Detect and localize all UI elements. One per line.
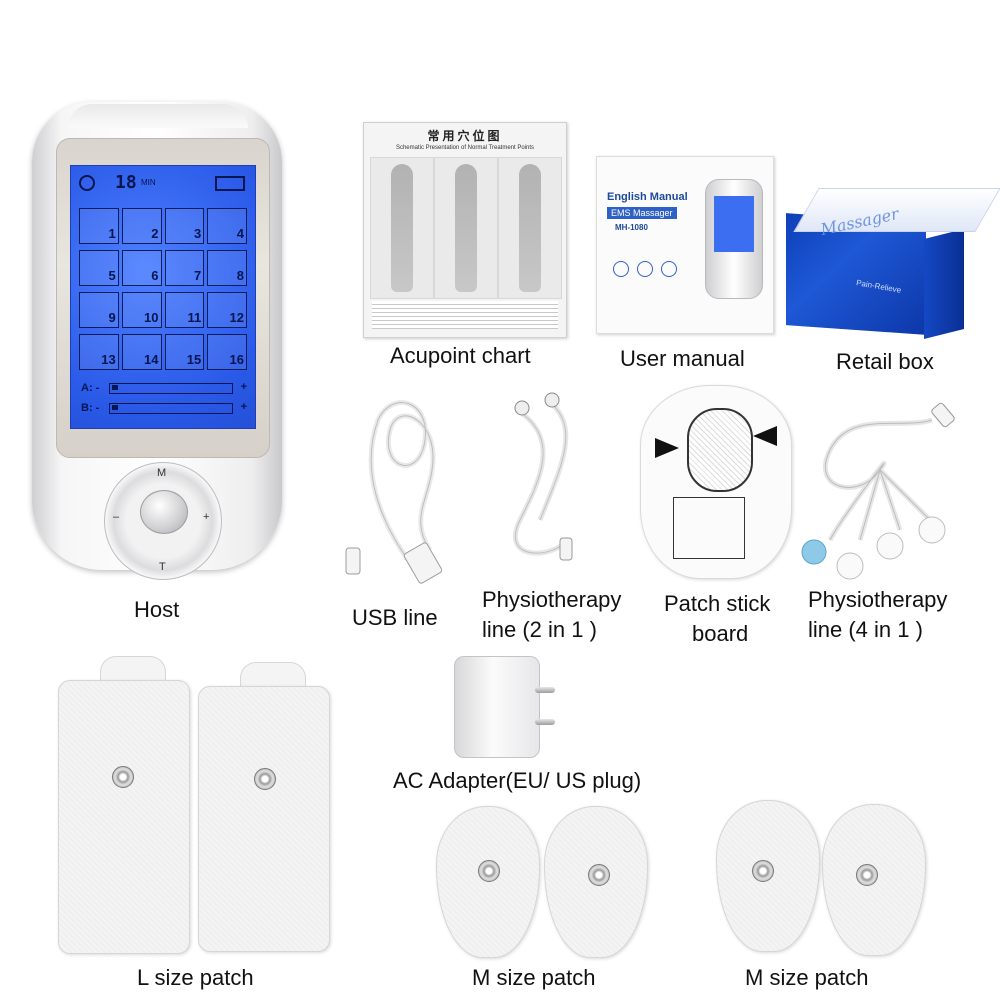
physio-cable-2in1 xyxy=(512,402,570,556)
channel-a-bar: A: - + xyxy=(81,381,247,394)
manual-model: MH-1080 xyxy=(615,223,648,232)
body-figure-side xyxy=(498,157,562,299)
program-row: 1 2 3 4 xyxy=(79,208,247,244)
arrow-icon xyxy=(753,426,777,446)
manual-title: English Manual xyxy=(607,191,688,203)
chart-title: 常用穴位图 xyxy=(427,129,503,143)
body-figure-front xyxy=(370,157,434,299)
program-cell: 16 xyxy=(207,334,247,370)
host-top-edge xyxy=(68,104,248,128)
l-size-patch xyxy=(58,680,190,954)
time-mark: T xyxy=(159,561,166,573)
label-usb-line: USB line xyxy=(352,605,438,630)
patch-snap xyxy=(478,860,500,882)
patch-snap xyxy=(254,768,276,790)
battery-icon xyxy=(215,176,245,191)
program-row: 5 6 7 8 xyxy=(79,250,247,286)
label-retail-box: Retail box xyxy=(836,349,934,374)
m-size-patch xyxy=(436,806,540,958)
patch-snap xyxy=(752,860,774,882)
ac-adapter xyxy=(454,656,555,758)
program-cell: 14 xyxy=(121,334,162,370)
program-cell: 13 xyxy=(79,334,119,370)
patch-snap xyxy=(588,864,610,886)
micro-usb-plug xyxy=(345,547,361,575)
label-acupoint-chart: Acupoint chart xyxy=(390,343,531,368)
patch-snap xyxy=(112,766,134,788)
electrode-plug-white xyxy=(876,532,904,560)
program-cell: 10 xyxy=(121,292,162,328)
program-cell: 7 xyxy=(164,250,205,286)
label-physio-2in1-line2: line (2 in 1 ) xyxy=(482,617,597,642)
board-instruction-box xyxy=(673,497,745,559)
label-m-patch-1: M size patch xyxy=(472,965,596,990)
program-cell: 2 xyxy=(121,208,162,244)
program-cell: 4 xyxy=(207,208,247,244)
m-size-patch xyxy=(822,804,926,956)
adapter-pin xyxy=(535,687,555,693)
board-illustration xyxy=(687,408,753,492)
jack-plug xyxy=(559,537,573,561)
manual-icons xyxy=(613,261,677,277)
chart-subtitle: Schematic Presentation of Normal Treatme… xyxy=(395,145,535,151)
clock-icon xyxy=(79,175,95,191)
program-cell: 15 xyxy=(164,334,205,370)
electrode-plug-white xyxy=(918,516,946,544)
manual-product: EMS Massager xyxy=(607,207,677,219)
dial-center-button xyxy=(140,490,188,534)
label-physio-2in1-line1: Physiotherapy xyxy=(482,587,622,612)
chart-table xyxy=(372,301,558,329)
jack-plug xyxy=(931,402,955,428)
label-patch-board-line2: board xyxy=(692,621,749,646)
manual-device-image xyxy=(705,179,763,299)
patch-stick-board xyxy=(640,385,792,579)
label-physio-4in1-line1: Physiotherapy xyxy=(808,587,948,612)
program-cell: 12 xyxy=(207,292,247,328)
electrode-snap xyxy=(514,400,530,416)
label-l-patch: L size patch xyxy=(137,965,254,990)
program-cell: 3 xyxy=(164,208,205,244)
label-physio-4in1-line2: line (4 in 1 ) xyxy=(808,617,923,642)
adapter-pin xyxy=(535,719,555,725)
program-cell: 9 xyxy=(79,292,119,328)
mode-mark: M xyxy=(157,467,167,479)
label-patch-board-line1: Patch stick xyxy=(664,591,771,616)
label-user-manual: User manual xyxy=(620,346,745,371)
acupoint-chart: 常用穴位图 Schematic Presentation of Normal T… xyxy=(363,122,567,338)
l-size-patch xyxy=(198,686,330,952)
timer-unit: MIN xyxy=(141,178,156,187)
channel-b-bar: B: - + xyxy=(81,401,247,414)
minus-mark: – xyxy=(113,511,120,523)
body-figure-back xyxy=(434,157,498,299)
electrode-snap xyxy=(544,392,560,408)
m-size-patch xyxy=(716,800,820,952)
program-cell: 8 xyxy=(207,250,247,286)
label-m-patch-2: M size patch xyxy=(745,965,869,990)
program-cell: 6 xyxy=(121,250,162,286)
program-cell: 5 xyxy=(79,250,119,286)
timer-value: 18 xyxy=(115,172,137,193)
program-row: 13 14 15 16 xyxy=(79,334,247,370)
plus-mark: + xyxy=(203,511,210,523)
electrode-plug-white xyxy=(836,552,864,580)
label-host: Host xyxy=(134,597,180,622)
usb-plug xyxy=(403,542,443,584)
patch-snap xyxy=(856,864,878,886)
host-lcd-screen: 18 MIN 1 2 3 4 5 6 7 8 9 10 11 12 13 14 … xyxy=(70,165,256,429)
program-row: 9 10 11 12 xyxy=(79,292,247,328)
electrode-plug-blue xyxy=(801,539,827,565)
arrow-icon xyxy=(655,438,679,458)
program-cell: 11 xyxy=(164,292,205,328)
label-adapter: AC Adapter(EU/ US plug) xyxy=(393,768,642,793)
program-cell: 1 xyxy=(79,208,119,244)
user-manual: English Manual EMS Massager MH-1080 xyxy=(596,156,774,334)
